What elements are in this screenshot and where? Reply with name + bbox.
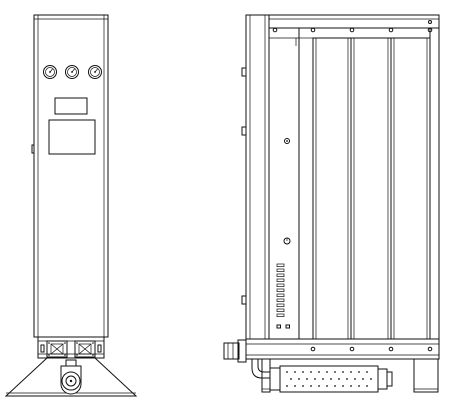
perforation-hole [366,385,368,387]
perforation-hole [350,385,352,387]
perforation-hole [358,371,360,373]
perforation-hole [286,371,288,373]
pressure-gauges [43,65,102,79]
perforation-hole [302,385,304,387]
side-hinge [241,67,247,77]
support-foot [261,358,271,393]
side-inner-panel [268,27,300,340]
side-cabinet-frame [245,14,440,340]
vent-slots [276,263,285,317]
perforation-hole [354,378,356,380]
side-bottom-rail [245,338,440,360]
display-window [54,97,88,115]
front-view [4,14,138,397]
perforation-hole [314,378,316,380]
perforation-hole [342,371,344,373]
support-foot [413,358,439,393]
front-cabinet-body [33,14,109,338]
perforation-hole [338,378,340,380]
pressure-gauge-icon [43,65,57,79]
side-top-rail [268,14,440,29]
perforation-hole [326,371,328,373]
perforation-hole [290,378,292,380]
side-left-panel [245,14,270,340]
adsorption-columns [312,37,431,340]
perforation-hole [362,378,364,380]
perforation-hole [326,385,328,387]
silencer-icon [269,365,393,393]
pressure-gauge-icon [88,65,102,79]
perforation-hole [370,378,372,380]
silencer-perforation [286,371,372,387]
panel-indicator [276,324,281,329]
perforation-hole [322,378,324,380]
panel-indicator [285,324,290,329]
outlet-port-icon [74,340,96,358]
panel-knob-icon [284,138,290,144]
side-hinge [241,126,247,136]
perforation-hole [350,371,352,373]
perforation-hole [358,385,360,387]
perforation-hole [302,371,304,373]
base-stand [4,357,138,397]
side-hinge [241,295,247,305]
perforation-hole [306,378,308,380]
control-panel [48,119,96,155]
perforation-hole [334,371,336,373]
caster-wheel-icon [60,359,82,395]
perforation-hole [334,385,336,387]
perforation-hole [286,385,288,387]
drain-hose [251,359,270,379]
perforation-hole [310,371,312,373]
perforation-hole [318,385,320,387]
adsorption-column [312,37,352,340]
inlet-connector-icon [223,339,247,363]
perforation-hole [342,385,344,387]
outlet-port-icon [46,340,68,358]
front-side-latch [31,144,35,154]
perforation-hole [318,371,320,373]
perforation-hole [330,378,332,380]
perforation-hole [294,385,296,387]
base-connection-block [37,336,105,359]
perforation-hole [366,371,368,373]
pressure-gauge-icon [65,65,79,79]
adsorption-column [350,37,392,340]
perforation-hole [298,378,300,380]
bottom-rail-bolts [310,346,433,352]
perforation-hole [346,378,348,380]
perforation-hole [310,385,312,387]
adsorption-column [390,37,431,340]
top-rail-bolts [272,20,433,33]
side-view [223,14,440,393]
perforation-hole [294,371,296,373]
